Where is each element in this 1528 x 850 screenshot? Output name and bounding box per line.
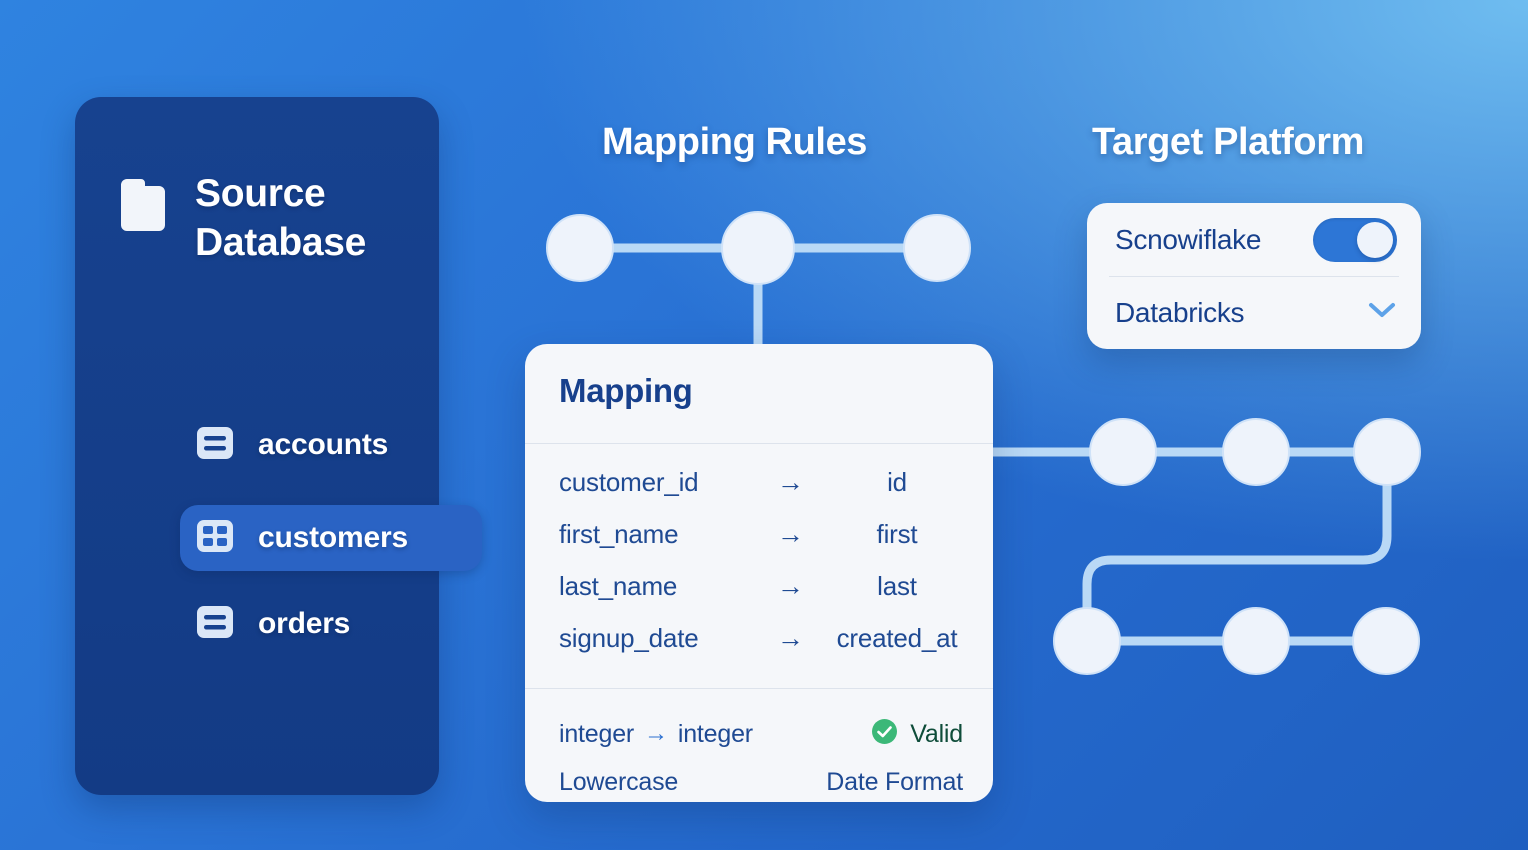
footer-row-transform: Lowercase Date Format [559,758,963,802]
arrow-right-icon: → [644,720,668,747]
status-label: Valid [910,719,963,748]
folder-icon [117,169,169,238]
footer-row-type: integer → integer Valid [559,710,963,758]
snowflake-toggle[interactable] [1313,217,1397,262]
node-right-top-1 [1089,418,1157,486]
node-top-1 [546,214,614,282]
mapping-target-field: created_at [836,622,958,653]
target-platform-card: Scnowiflake Databricks [1087,203,1421,349]
source-database-panel: Source Database accounts [75,97,482,795]
arrow-right-icon: → [777,570,804,601]
mapping-row: signup_date → created_at [525,612,993,664]
node-right-bottom-2 [1222,607,1290,675]
mapping-rules-heading: Mapping Rules [602,121,868,163]
check-circle-icon [871,718,898,750]
link-s-curve [1082,447,1392,646]
mapping-rows-list: customer_id → id first_name → first last… [525,456,993,664]
node-right-bottom-3 [1352,607,1420,675]
target-platform-heading: Target Platform [1092,121,1365,163]
sidebar-item-orders[interactable]: orders [180,591,482,657]
sidebar-item-label: customers [258,521,408,554]
arrow-right-icon: → [777,622,804,653]
sidebar-item-customers[interactable]: customers [180,505,482,571]
arrow-right-icon: → [777,466,804,497]
node-right-top-3 [1353,418,1421,486]
toggle-knob [1357,221,1393,258]
card-divider [1109,276,1399,277]
mapping-card-title: Mapping [559,372,693,409]
target-option-label: Databricks [1115,296,1245,328]
sidebar-item-label: accounts [258,428,389,461]
mapping-source-field: customer_id [559,466,699,497]
node-top-2 [721,211,795,285]
format-label: Date Format [826,767,963,796]
target-option-databricks[interactable]: Databricks [1087,276,1421,349]
target-option-label: Scnowiflake [1115,223,1262,255]
node-top-3 [903,214,971,282]
mapping-card: Mapping customer_id → id first_name → fi… [525,344,993,802]
sidebar-item-label: orders [258,607,351,640]
chevron-down-icon[interactable] [1367,301,1397,324]
transform-label: Lowercase [559,767,679,796]
mapping-target-field: id [887,466,907,497]
node-right-top-2 [1222,418,1290,486]
type-to-label: integer [677,719,753,748]
mapping-source-field: signup_date [559,622,699,653]
mapping-row: last_name → last [525,560,993,612]
mapping-target-field: first [876,518,918,549]
sidebar-item-accounts[interactable]: accounts [180,412,482,478]
card-divider [525,443,993,444]
table-grid-icon [196,517,234,560]
type-from-label: integer [559,719,635,748]
mapping-row: customer_id → id [525,456,993,508]
status-badge: Valid [871,718,963,750]
target-option-snowflake[interactable]: Scnowiflake [1087,203,1421,276]
table-list-icon [196,603,234,646]
mapping-row: first_name → first [525,508,993,560]
mapping-card-footer: integer → integer Valid Lowercase D [525,688,993,802]
mapping-source-field: first_name [559,518,679,549]
type-conversion: integer → integer [559,720,753,749]
arrow-right-icon: → [777,518,804,549]
node-right-bottom-1 [1053,607,1121,675]
mapping-target-field: last [877,570,917,601]
sidebar-header: Source Database [117,169,366,267]
card-divider [525,688,993,689]
mapping-source-field: last_name [559,570,678,601]
table-list-icon [196,424,234,467]
panel-title: Source Database [195,172,367,264]
